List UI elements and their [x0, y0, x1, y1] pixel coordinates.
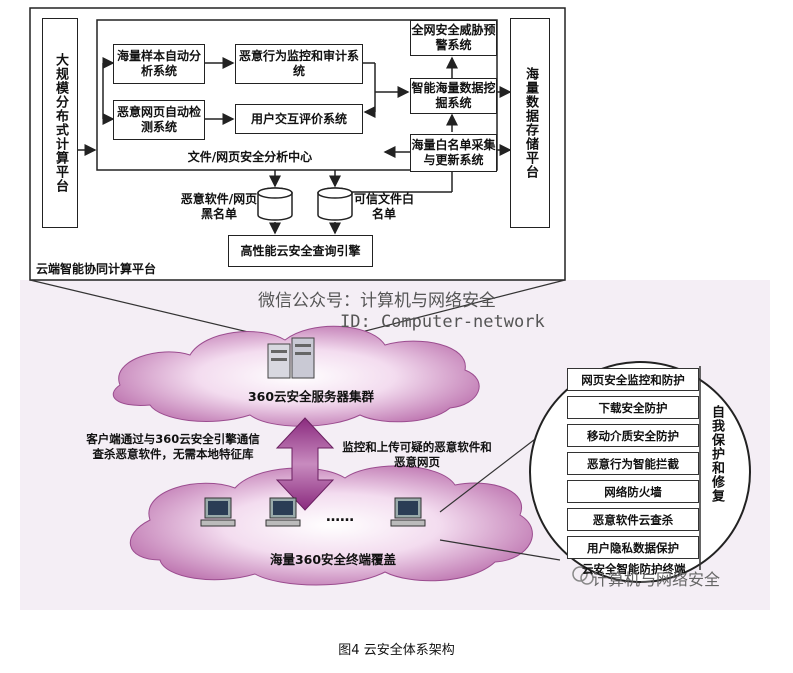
web-detection-label: 恶意网页自动检测系统: [116, 105, 201, 134]
computer-icon: [390, 497, 426, 527]
massive-storage-platform: 海量数据存储平台: [510, 18, 550, 228]
corner-watermark: 计算机与网络安全: [592, 570, 721, 589]
query-engine-box: 高性能云安全查询引擎: [228, 235, 373, 267]
behavior-monitor-label: 恶意行为监控和审计系统: [238, 49, 359, 78]
terminals-label: 海量360安全终端覆盖: [269, 552, 397, 567]
distributed-computing-label: 大规模分布式计算平台: [53, 53, 68, 193]
threat-warning-label: 全网安全威胁预警系统: [411, 23, 496, 52]
distributed-computing-platform: 大规模分布式计算平台: [42, 18, 78, 228]
protection-item: 用户隐私数据保护: [567, 536, 699, 559]
blacklist-db-icon: [257, 187, 293, 221]
bidirectional-arrow: [275, 417, 335, 511]
client-query-label: 客户端通过与360云安全引擎通信查杀恶意软件，无需本地特征库: [86, 432, 260, 461]
protection-item: 下载安全防护: [567, 396, 699, 419]
data-mining-label: 智能海量数据挖掘系统: [411, 81, 496, 110]
protection-item: 恶意软件云查杀: [567, 508, 699, 531]
threat-warning-box: 全网安全威胁预警系统: [410, 20, 497, 56]
figure-caption: 图4 云安全体系架构: [338, 643, 455, 658]
self-protection-label: 自我保护和修复: [709, 405, 724, 503]
upload-suspicious-label: 监控和上传可疑的恶意软件和恶意网页: [342, 440, 492, 469]
whitelist-system-box: 海量白名单采集与更新系统: [410, 134, 497, 172]
analysis-center-title: 文件/网页安全分析中心: [187, 150, 313, 164]
sample-analysis-box: 海量样本自动分析系统: [113, 44, 205, 84]
user-evaluation-box: 用户交互评价系统: [235, 104, 363, 134]
query-engine-label: 高性能云安全查询引擎: [240, 243, 361, 258]
wechat-watermark: 微信公众号：计算机与网络安全: [258, 291, 496, 311]
protection-item: 恶意行为智能拦截: [567, 452, 699, 475]
whitelist-db-icon: [317, 187, 353, 221]
massive-storage-label: 海量数据存储平台: [523, 67, 538, 179]
user-evaluation-label: 用户交互评价系统: [250, 111, 347, 126]
server-cluster-label: 360云安全服务器集群: [247, 389, 375, 404]
terminals-cloud: [129, 465, 533, 586]
protection-item: 网络防火墙: [567, 480, 699, 503]
id-watermark: ID: Computer-network: [340, 312, 545, 332]
terminal-protection-label: 云安全智能防护终端: [582, 562, 686, 576]
server-icon: [267, 337, 315, 379]
whitelist-system-label: 海量白名单采集与更新系统: [411, 138, 496, 167]
web-detection-box: 恶意网页自动检测系统: [113, 100, 205, 140]
blacklist-db-label: 恶意软件/网页黑名单: [180, 192, 258, 221]
wechat-icon: [572, 566, 594, 585]
more-terminals-dots: ……: [326, 509, 354, 525]
computer-icon: [265, 497, 301, 527]
data-mining-box: 智能海量数据挖掘系统: [410, 78, 497, 114]
protection-item: 移动介质安全防护: [567, 424, 699, 447]
whitelist-db-label: 可信文件白名单: [354, 192, 415, 221]
computer-icon: [200, 497, 236, 527]
platform-title: 云端智能协同计算平台: [36, 262, 157, 276]
behavior-monitor-box: 恶意行为监控和审计系统: [235, 44, 363, 84]
protection-item: 网页安全监控和防护: [567, 368, 699, 391]
sample-analysis-label: 海量样本自动分析系统: [116, 49, 201, 78]
